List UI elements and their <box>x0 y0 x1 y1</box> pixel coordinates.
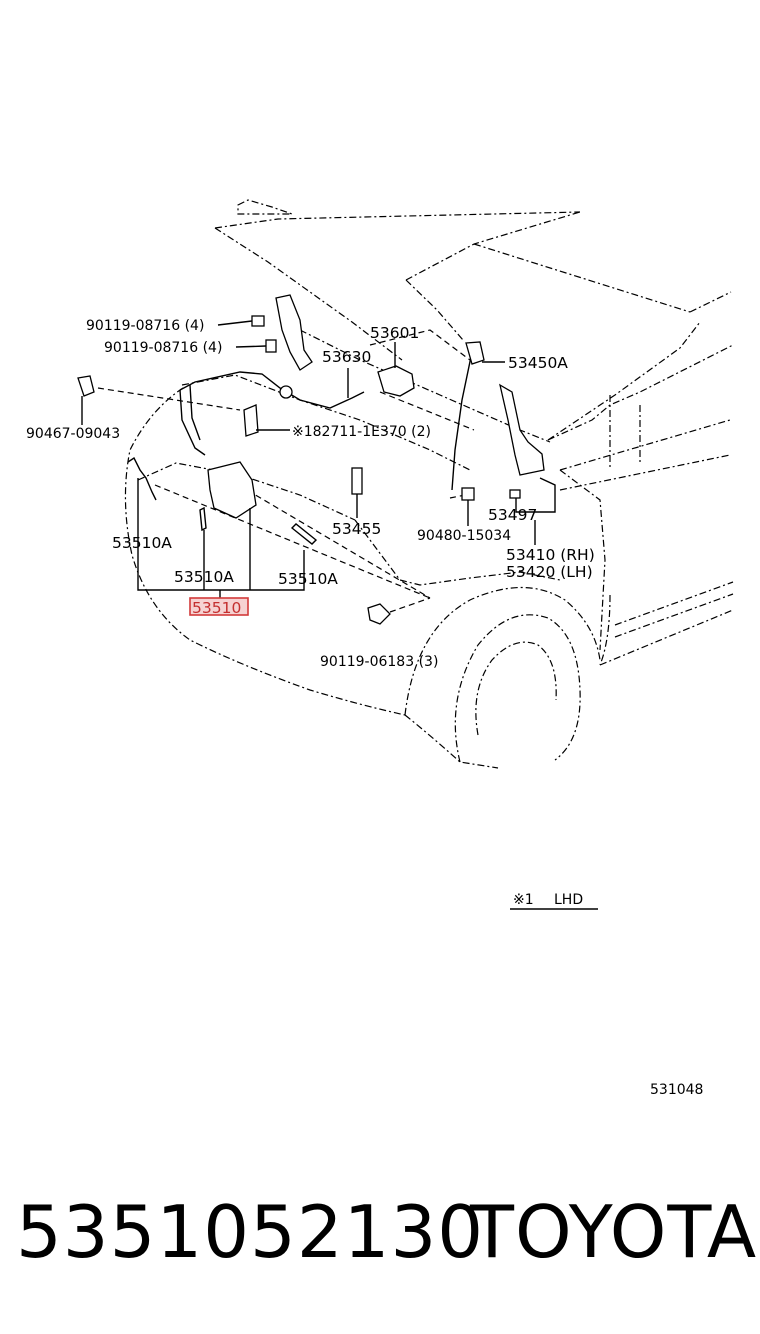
label-bolt-grommet[interactable]: 90480-15034 <box>417 528 511 544</box>
label-bolt-bottom[interactable]: 90119-06183 (3) <box>320 654 438 670</box>
parts <box>77 294 545 625</box>
cable-clamp-part <box>243 404 259 437</box>
bolt-top-2-part <box>265 339 277 353</box>
diagram-code: 531048 <box>650 1082 703 1098</box>
label-latch-assy[interactable]: 53510 <box>192 599 241 617</box>
cushion-part <box>509 489 521 499</box>
note-block: ※1 LHD <box>510 892 598 910</box>
hinge-right-part <box>499 383 545 476</box>
label-cable[interactable]: 53630 <box>322 348 371 366</box>
label-stay-holder[interactable]: 53455 <box>332 520 381 538</box>
label-lock-control[interactable]: 53601 <box>370 324 419 342</box>
grommet-part <box>461 487 475 501</box>
label-bolt-top-2[interactable]: 90119-08716 (4) <box>104 340 222 356</box>
footer-part-number: 5351052130 <box>16 1190 485 1274</box>
hood-latch-part <box>207 461 257 519</box>
label-latch-a-right[interactable]: 53510A <box>278 570 338 588</box>
spring-mid-part <box>199 506 207 532</box>
note-mark: ※1 <box>513 892 534 908</box>
footer-brand: TOYOTA <box>470 1190 758 1274</box>
bolt-top-1-part <box>251 315 265 327</box>
label-hinge-lh[interactable]: 53420 (LH) <box>506 563 593 581</box>
lock-control-part <box>377 365 415 397</box>
note-text: LHD <box>554 892 583 908</box>
spring-right-part <box>290 523 318 545</box>
label-hinge-rh[interactable]: 53410 (RH) <box>506 546 595 564</box>
label-note-cable[interactable]: ※182711-1E370 (2) <box>292 424 431 440</box>
label-bolt-top-1[interactable]: 90119-08716 (4) <box>86 318 204 334</box>
label-leaders <box>81 320 556 598</box>
latch-assy-highlight <box>189 597 249 616</box>
clip-left-part <box>77 375 95 397</box>
label-latch-a-mid[interactable]: 53510A <box>174 568 234 586</box>
car-outline <box>124 199 734 769</box>
bolt-bottom-part <box>367 603 391 625</box>
labels: 90119-08716 (4) 90119-08716 (4) 90467-09… <box>26 318 595 670</box>
label-stay-rod[interactable]: 53450A <box>508 354 568 372</box>
label-clip-left[interactable]: 90467-09043 <box>26 426 120 442</box>
label-cushion[interactable]: 53497 <box>488 506 537 524</box>
release-cable-part <box>179 371 365 409</box>
label-latch-a-left[interactable]: 53510A <box>112 534 172 552</box>
hood-hinge-left-part <box>275 294 313 371</box>
stay-holder-part <box>351 467 363 495</box>
spring-left-part <box>127 456 157 501</box>
